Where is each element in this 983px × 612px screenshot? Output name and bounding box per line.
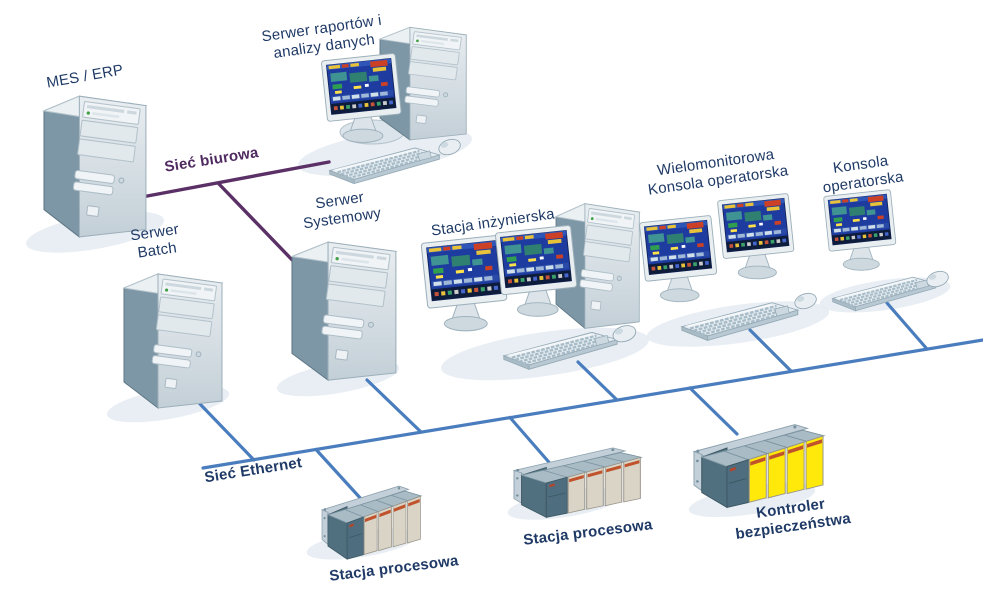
- multimonitor-console-monitor-1: [638, 214, 718, 303]
- process-station-2-rack: [513, 447, 642, 518]
- system-server-tower: [291, 241, 397, 381]
- multimonitor-console-monitor-2: [716, 192, 795, 280]
- mes-erp-server-tower: [43, 95, 147, 238]
- office-network-line: [140, 160, 331, 199]
- ethernet-drop-process-station-2: [508, 415, 556, 470]
- ethernet-drop-operator-console: [885, 301, 929, 351]
- ethernet-drop-multimonitor-console: [748, 328, 793, 373]
- ethernet-drop-engineering-station: [576, 360, 619, 402]
- office-network-branch: [217, 182, 300, 268]
- ethernet-drop-process-station-1: [314, 447, 364, 502]
- engineering-monitor-1: [420, 234, 508, 332]
- operator-console-monitor: [823, 189, 897, 271]
- ethernet-drop-system-server: [365, 378, 423, 434]
- ethernet-trunk-line: [201, 338, 983, 470]
- ethernet-drop-batch-server: [198, 402, 256, 462]
- process-station-1-rack: [321, 485, 422, 560]
- ethernet-drop-safety-controller: [688, 386, 739, 436]
- batch-server-tower: [123, 273, 223, 409]
